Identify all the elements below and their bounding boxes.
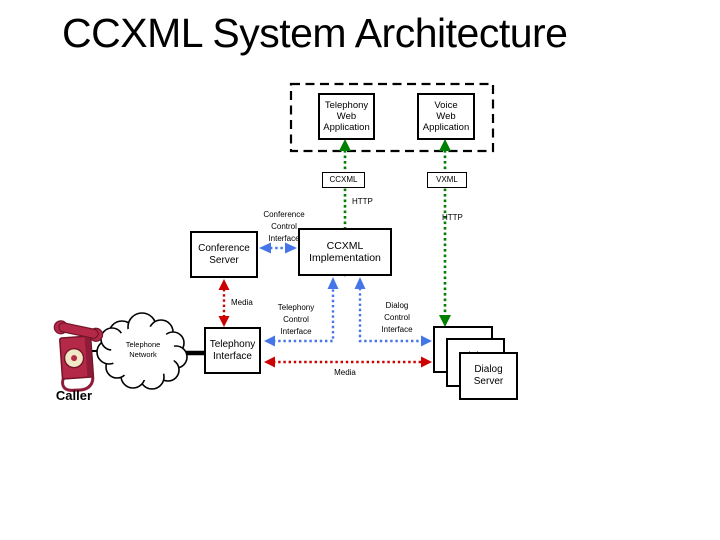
telephony-web-application-box: Telephony Web Application	[318, 93, 375, 140]
vxml-http-arrow	[439, 139, 451, 327]
caller-label: Caller	[55, 388, 93, 403]
telephony-control-arrow	[264, 277, 339, 347]
telephone-network-cloud	[96, 312, 188, 390]
dialog-control-arrow	[354, 277, 432, 347]
vxml-protocol-tag: VXML	[427, 172, 467, 188]
ccxml-implementation-box: CCXML Implementation	[298, 228, 392, 276]
conference-control-arrow	[259, 242, 297, 254]
caller-phone-icon	[53, 320, 104, 392]
voice-web-application-box: Voice Web Application	[417, 93, 475, 140]
telephony-control-interface-label: Telephony Control Interface	[277, 303, 315, 336]
http-label-right: HTTP	[442, 213, 463, 222]
telephony-interface-box: Telephony Interface	[204, 327, 261, 374]
ccxml-protocol-tag: CCXML	[322, 172, 365, 188]
media-arrow-vertical	[218, 279, 230, 327]
conference-control-interface-label: Conference Control Interface	[263, 210, 305, 243]
media-arrow-horizontal	[264, 356, 432, 368]
conference-server-box: Conference Server	[190, 231, 258, 278]
dialog-server-box-front: Dialog Server	[459, 352, 518, 400]
web-applications-dashed-boundary	[289, 82, 495, 153]
telephone-network-label: Telephone Network	[125, 340, 161, 359]
page-title: CCXML System Architecture	[62, 10, 568, 56]
media-label-horizontal: Media	[334, 368, 356, 377]
media-label-vertical: Media	[231, 298, 253, 307]
dialog-control-interface-label: Dialog Control Interface	[381, 301, 413, 334]
http-label-left: HTTP	[352, 197, 373, 206]
